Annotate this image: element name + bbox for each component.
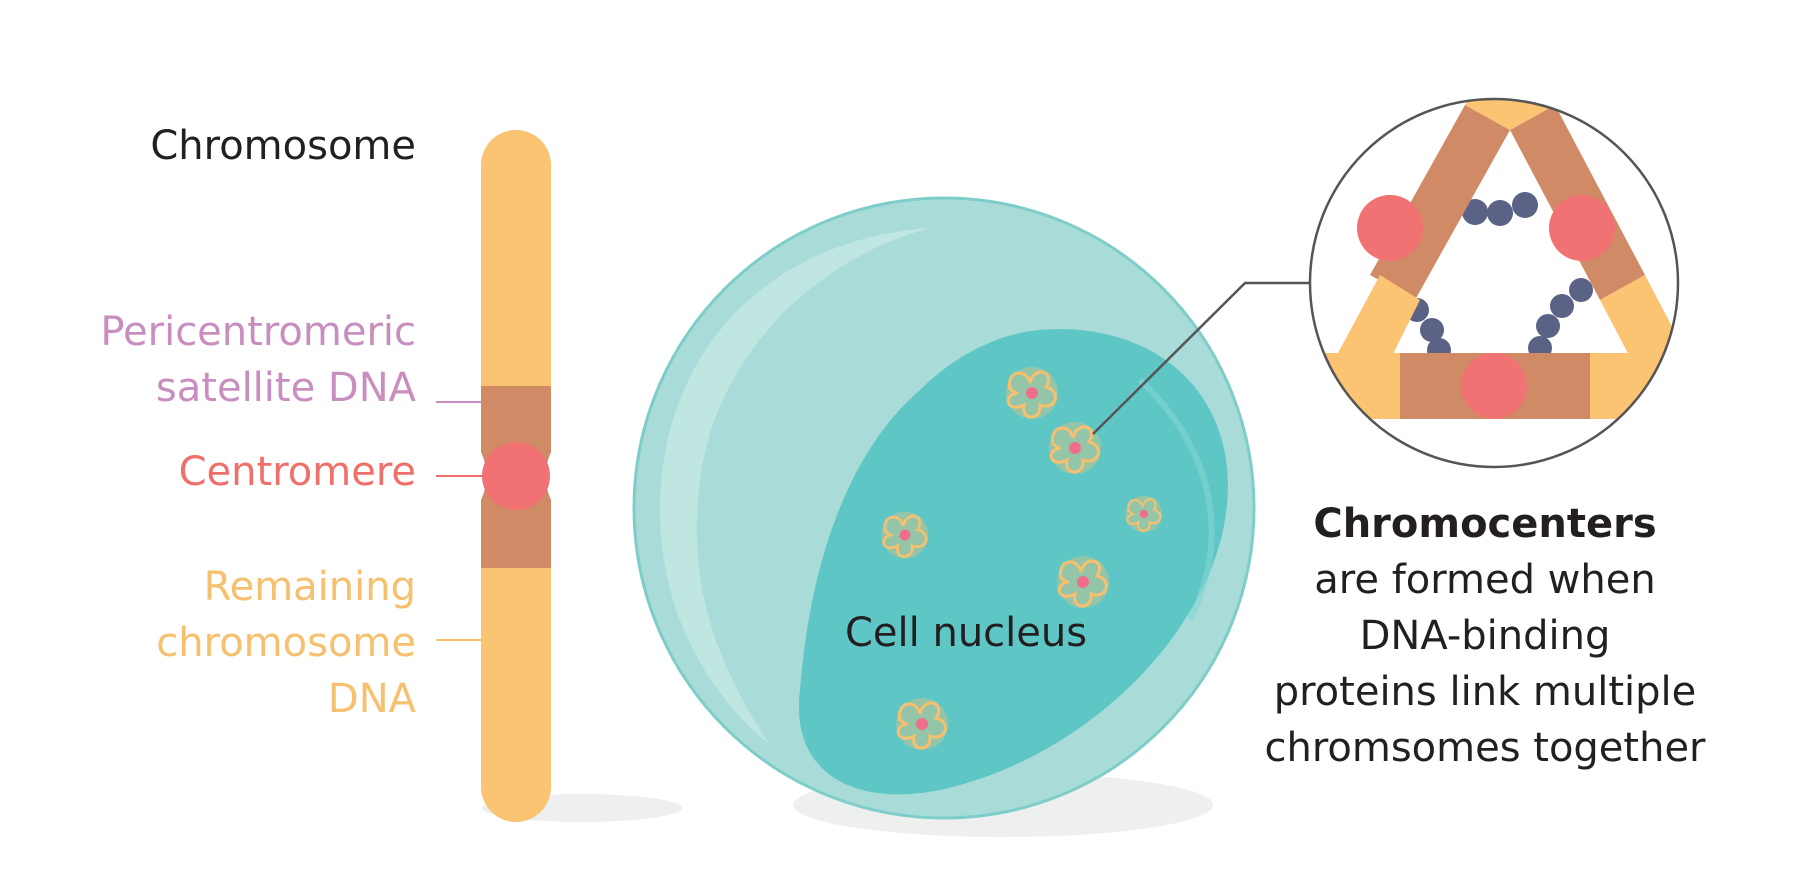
caption-title: Chromocenters	[1313, 501, 1657, 547]
caption-line: DNA-binding	[1359, 613, 1611, 659]
centromere-label: Centromere	[178, 449, 416, 495]
nucleus-edge-shine	[1137, 377, 1215, 622]
caption-line: chromsomes together	[1264, 725, 1706, 771]
zoom-callout-line	[1092, 281, 1310, 435]
chromocenters	[881, 367, 1163, 750]
chromocenter-blob	[1057, 556, 1109, 608]
zoom-centromere	[1461, 353, 1527, 419]
chromocenter-blob	[1049, 422, 1101, 474]
caption-line: are formed when	[1314, 557, 1656, 603]
zoom-chromosome-right-top	[1485, 99, 1555, 130]
cell	[632, 196, 1256, 820]
pericentromeric-lower-band	[481, 500, 551, 568]
chromocenter-blob	[1006, 367, 1058, 419]
chromosome-upper-arm	[481, 130, 551, 420]
chromosome-lower-arm	[481, 530, 551, 822]
cell-highlight	[660, 228, 930, 745]
chromocenter-blob	[881, 511, 929, 559]
caption-line: proteins link multiple	[1273, 669, 1697, 715]
nucleus	[798, 329, 1228, 795]
pericentromeric-label: Pericentromeric satellite DNA	[100, 309, 416, 411]
zoom-chromosome-bottom-left-tip	[1310, 353, 1400, 419]
zoom-centromere	[1549, 195, 1615, 261]
chromocenter-blob	[896, 698, 948, 750]
cell-nucleus-label: Cell nucleus	[845, 610, 1088, 656]
zoom-centromere	[1357, 195, 1423, 261]
chromosome	[481, 130, 551, 822]
chromocenters-caption: Chromocenters are formed when DNA-bindin…	[1235, 496, 1735, 776]
chromosome-label: Chromosome	[150, 123, 416, 169]
zoom-inset	[1308, 97, 1680, 469]
centromere	[482, 442, 550, 510]
zoom-inset-border	[1308, 97, 1680, 469]
remaining-dna-label: Remaining chromosome DNA	[156, 564, 416, 722]
pericentromeric-upper-band	[481, 386, 551, 452]
chromocenter-blob	[1125, 495, 1163, 533]
